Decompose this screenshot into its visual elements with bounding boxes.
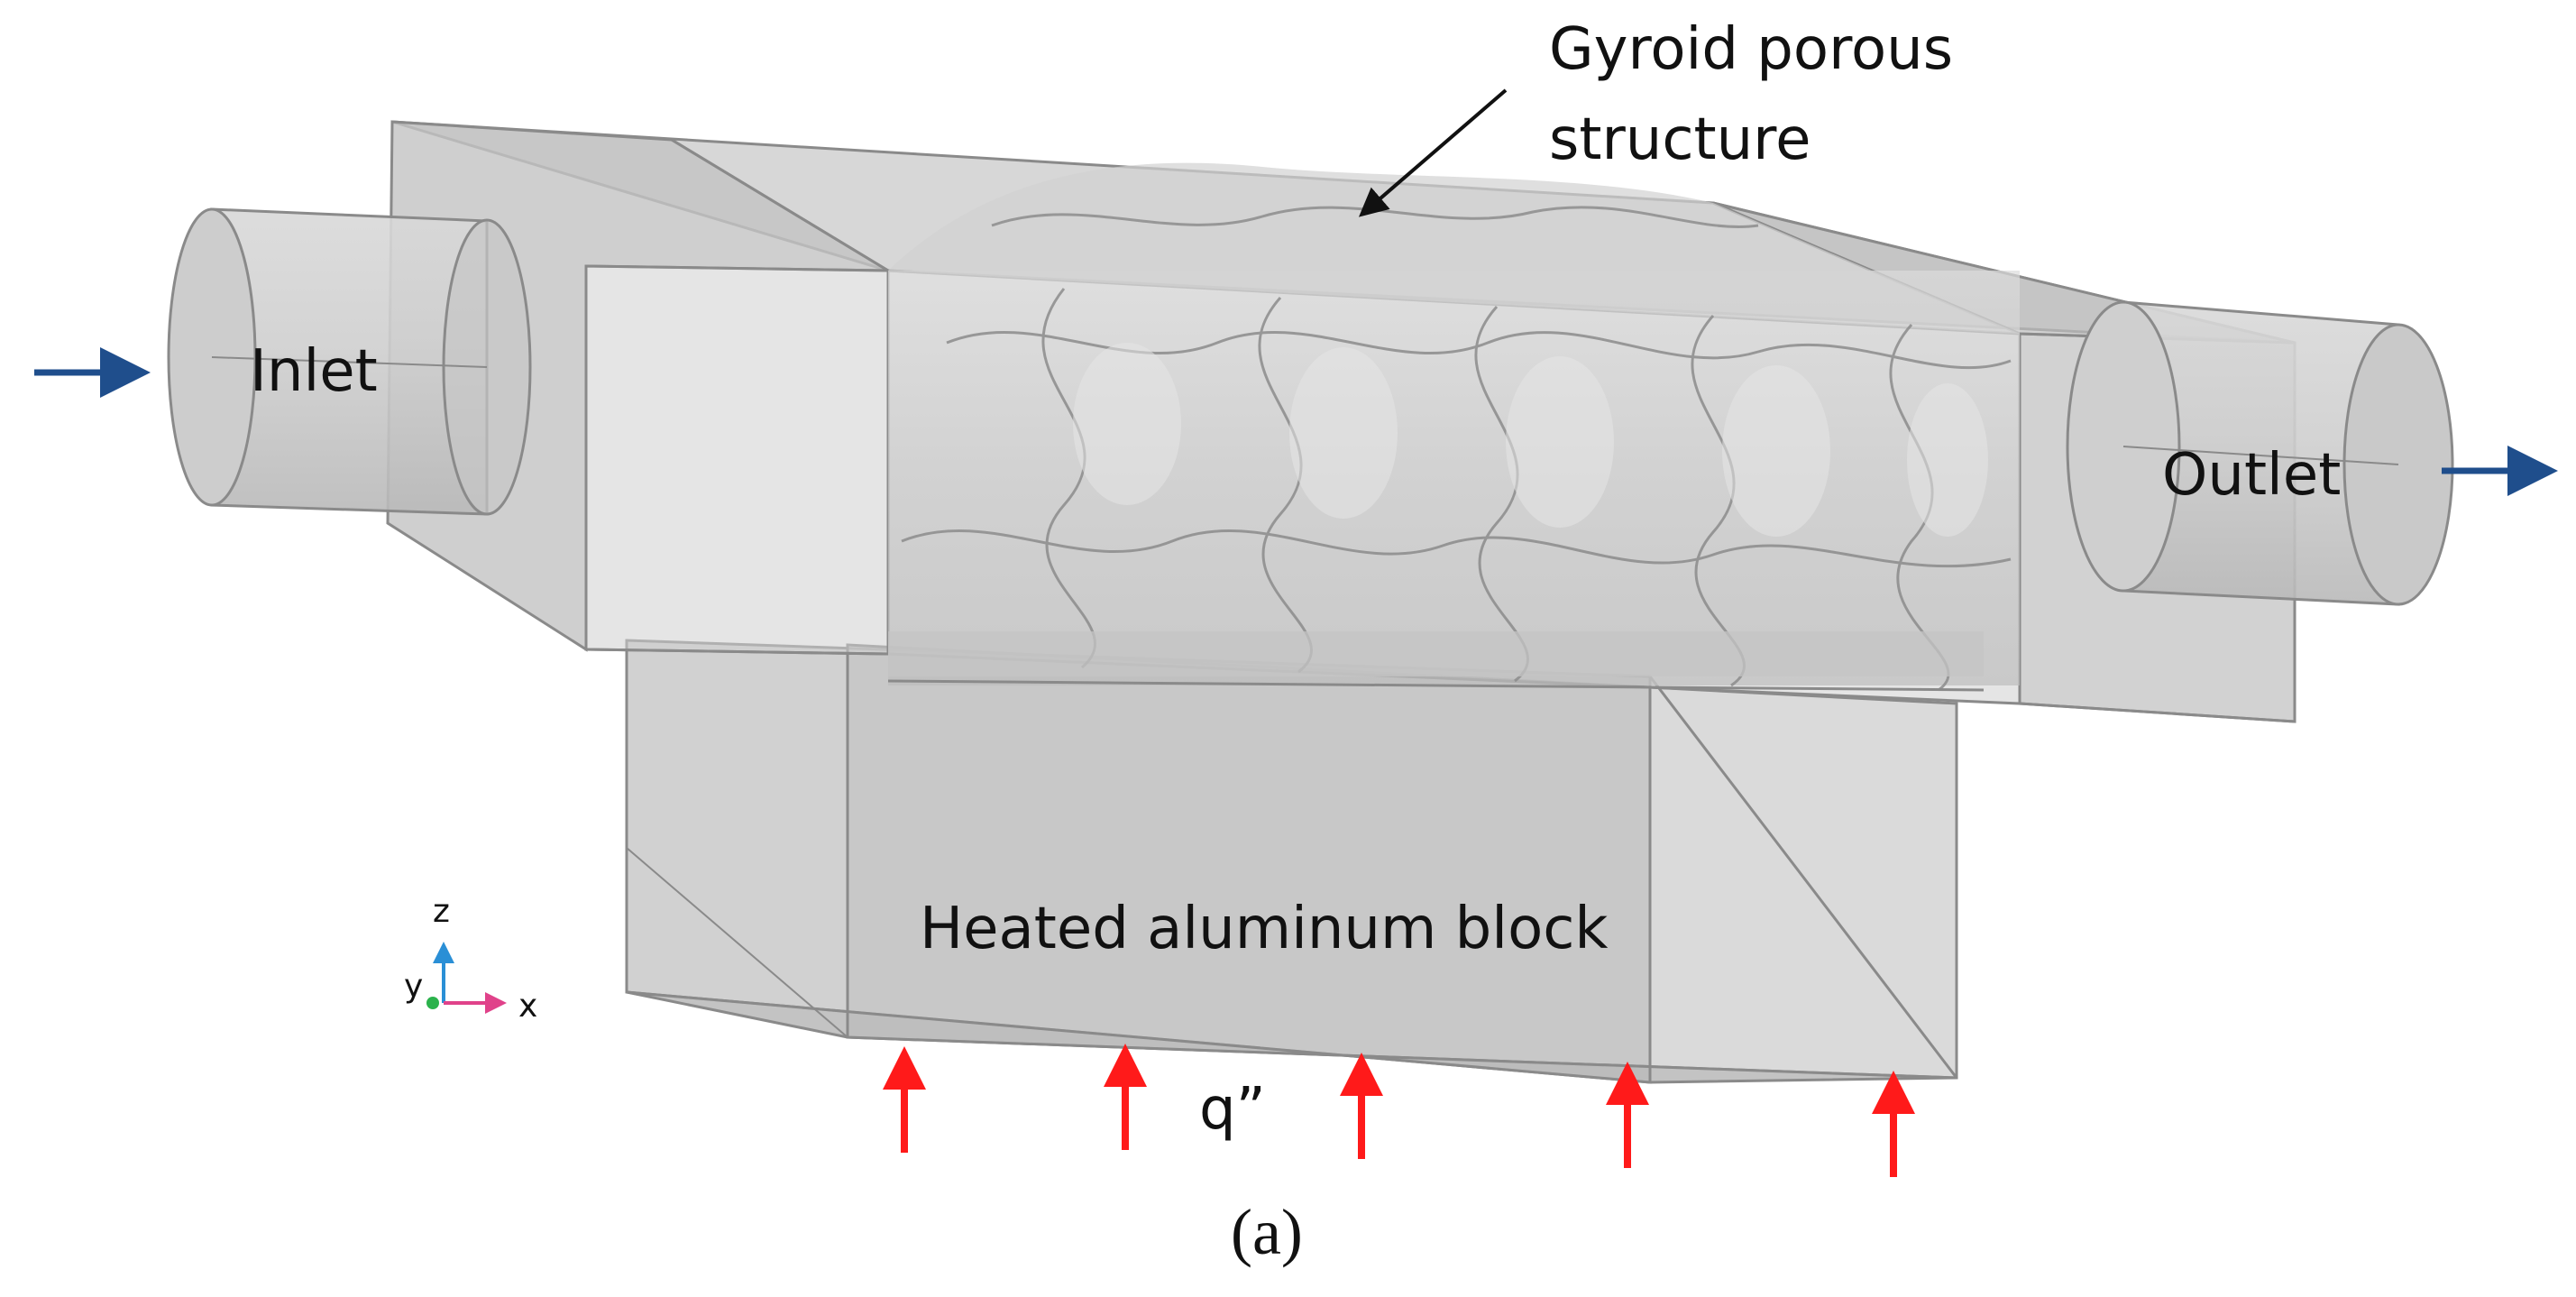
heat-flux-label: q” bbox=[1199, 1076, 1266, 1143]
gyroid-callout-arrow bbox=[1358, 88, 1508, 217]
heated-aluminum-block bbox=[625, 639, 1958, 1084]
y-axis-dot bbox=[426, 997, 439, 1009]
inlet-pipe bbox=[167, 207, 532, 516]
outlet-pipe bbox=[2066, 300, 2454, 606]
inlet-label: Inlet bbox=[250, 338, 378, 405]
figure-caption: (a) bbox=[1231, 1196, 1303, 1268]
x-axis-label: x bbox=[518, 988, 538, 1025]
y-axis-label: y bbox=[404, 968, 424, 1005]
z-axis-label: z bbox=[433, 893, 450, 930]
heated-block-label: Heated aluminum block bbox=[920, 896, 1609, 962]
gyroid-structure bbox=[887, 162, 2020, 692]
gyroid-label-line2: structure bbox=[1549, 106, 1811, 173]
heat-flux-arrows bbox=[883, 1044, 1915, 1177]
axis-triad bbox=[426, 942, 507, 1014]
outlet-label: Outlet bbox=[2162, 442, 2342, 509]
gyroid-label-line1: Gyroid porous bbox=[1549, 16, 1954, 83]
